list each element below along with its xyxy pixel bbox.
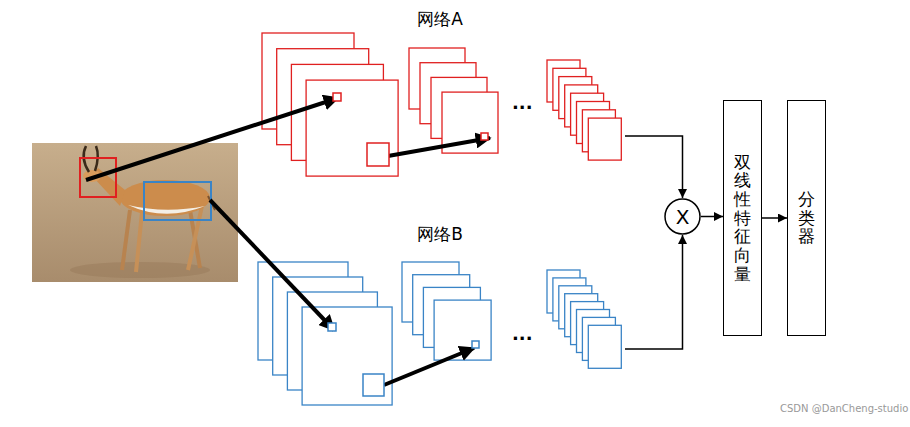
watermark: CSDN @DanCheng-studio xyxy=(780,403,908,414)
receptive-fields xyxy=(328,93,488,396)
feature-vector-box: 双线性特征向量 xyxy=(723,100,762,336)
network-group: 网络A xyxy=(255,5,625,180)
node-text: 分类器 xyxy=(798,190,815,246)
connector-arrow xyxy=(625,136,683,198)
multiply-circle: X xyxy=(664,198,701,235)
ellipsis: ... xyxy=(512,92,533,113)
circle-shape xyxy=(665,199,700,234)
classifier-box: 分类器 xyxy=(787,100,826,336)
node-text: 双线性特征向量 xyxy=(734,153,751,284)
feature-map xyxy=(588,118,621,160)
feature-maps-b xyxy=(258,262,621,405)
feature-map xyxy=(588,325,621,368)
network-label: 网络B xyxy=(255,220,625,246)
connector-arrow xyxy=(762,217,787,219)
node-text: X xyxy=(676,207,690,227)
feature-map xyxy=(306,80,398,176)
connector-arrow xyxy=(701,216,723,218)
connector-arrow xyxy=(625,235,683,349)
network-group: 网络B xyxy=(255,220,625,412)
ellipsis: ... xyxy=(512,323,533,344)
feature-map xyxy=(302,307,392,405)
network-label: 网络A xyxy=(255,5,625,31)
